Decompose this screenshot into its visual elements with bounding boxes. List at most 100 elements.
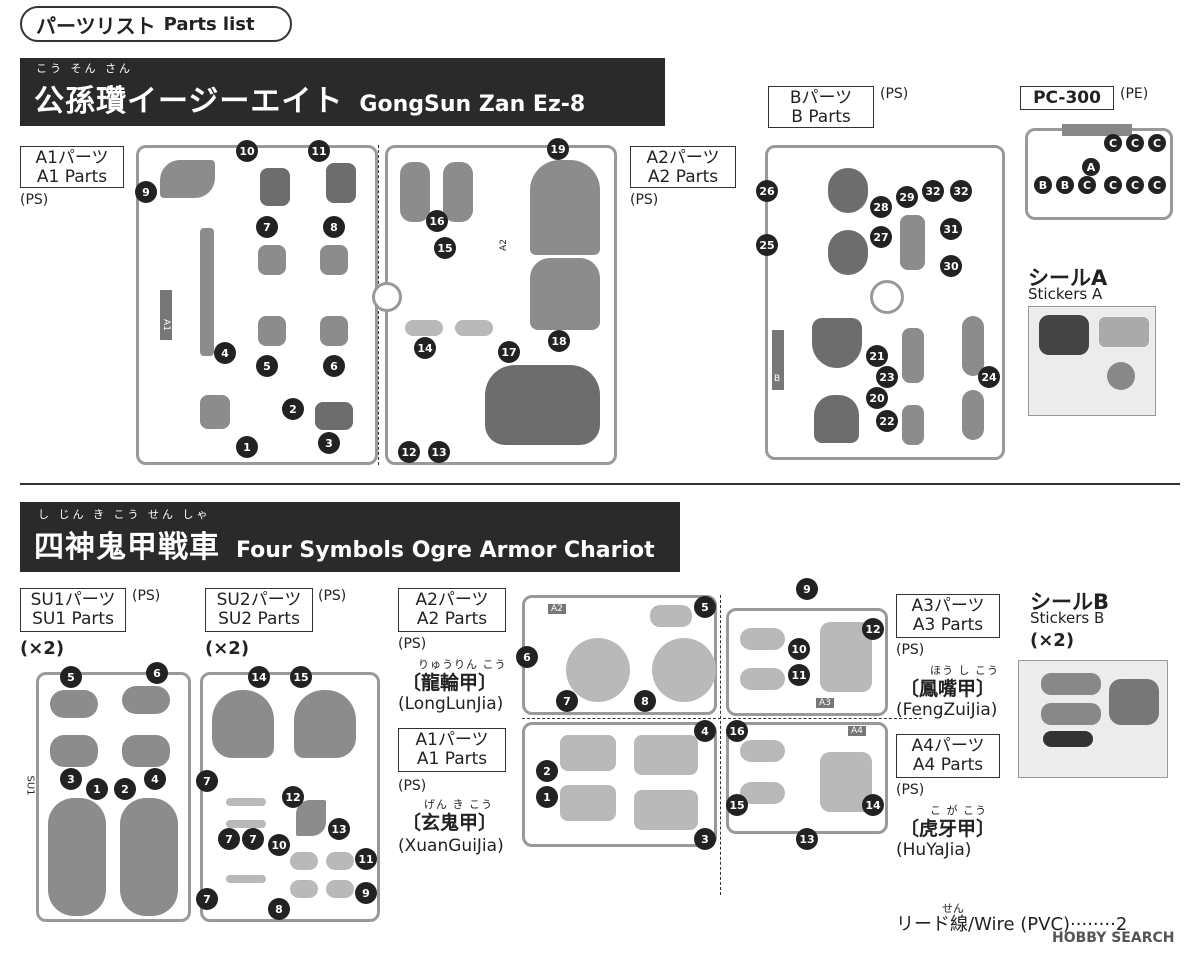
s2-a1-roman: (XuanGuiJia) (398, 836, 504, 856)
s2-a4-jp: A4パーツ (911, 736, 985, 756)
b-part-27 (828, 230, 868, 275)
part-number-12: 12 (862, 618, 884, 640)
s2-a1-runner (522, 722, 717, 847)
sticker-b-jp: シールB (1030, 590, 1110, 614)
part-number-21: 21 (866, 345, 888, 367)
a1-part-8 (320, 245, 348, 275)
s2-a3-claw-a (740, 628, 785, 650)
a1-part-9 (160, 160, 215, 198)
a2-en: A2 Parts (647, 167, 719, 187)
a1-sword (200, 228, 214, 356)
part-number-4: 4 (214, 342, 236, 364)
part-number-8: 8 (323, 216, 345, 238)
a1-jp: A1パーツ (35, 148, 109, 168)
part-number-24: 24 (978, 366, 1000, 388)
su2-parts-label: SU2パーツ SU2 Parts (205, 588, 313, 632)
part-number-1: 1 (236, 436, 258, 458)
b-runner-tag (772, 330, 784, 390)
b-part-22 (902, 405, 924, 445)
su1-quantity: (×2) (20, 638, 65, 659)
su2-en: SU2 Parts (218, 609, 300, 629)
pc300-tag (1062, 124, 1132, 136)
sticker-b-quantity: (×2) (1030, 630, 1075, 651)
s2-a4-claw-b (740, 782, 785, 804)
sticker-a-en: Stickers A (1028, 285, 1103, 303)
section1-ruby-overlay: こう そん さん (36, 62, 133, 75)
part-number-22: 22 (876, 410, 898, 432)
s2-a3-runner-tag: A3 (816, 698, 834, 708)
section-divider (20, 483, 1180, 485)
s2-a2-ruby: りゅうりん こう (418, 658, 507, 671)
su2-part-9 (326, 880, 354, 898)
pc300-letter-A: A (1082, 158, 1100, 176)
part-number-2: 2 (536, 760, 558, 782)
s2-a2-wheel-8 (652, 638, 716, 702)
s2-a3-jp: A3パーツ (911, 596, 985, 616)
s2-a3-name: 〔鳳嘴甲〕 (900, 678, 996, 700)
sticker-b-shape-d (1043, 731, 1093, 747)
s2-a3-material: (PS) (896, 642, 925, 658)
s2-a2-part-5 (650, 605, 692, 627)
part-number-31: 31 (940, 218, 962, 240)
s2-a3-ruby: ほう し こう (930, 664, 999, 677)
sticker-a-sheet (1028, 306, 1156, 416)
part-number-4: 4 (694, 720, 716, 742)
sticker-a-armor (1099, 317, 1149, 347)
b-material: (PS) (880, 86, 909, 102)
su2-rod-b (226, 820, 266, 828)
s2-a1-ruby: げん き こう (424, 798, 493, 811)
a1-part-7 (258, 245, 286, 275)
part-number-3: 3 (694, 828, 716, 850)
part-number-11: 11 (355, 848, 377, 870)
b-en: B Parts (791, 107, 851, 127)
a2-part-18 (530, 258, 600, 330)
part-number-23: 23 (876, 366, 898, 388)
a1-part-1 (200, 395, 230, 429)
b-part-21 (812, 318, 862, 368)
part-number-14: 14 (414, 337, 436, 359)
s2-a2-name: 〔龍輪甲〕 (402, 672, 498, 694)
part-number-26: 26 (756, 180, 778, 202)
part-number-15: 15 (434, 237, 456, 259)
part-number-6: 6 (323, 355, 345, 377)
sticker-a-jp: シールA (1028, 266, 1108, 290)
s2-a3-parts-label: A3パーツ A3 Parts (896, 594, 1000, 638)
part-number-8: 8 (268, 898, 290, 920)
parts-list-header: パーツリスト Parts list (20, 6, 292, 42)
su1-part-2 (120, 798, 178, 916)
su2-rod-a (226, 798, 266, 806)
part-number-19: 19 (547, 138, 569, 160)
a1-part-10 (260, 168, 290, 206)
su1-part-3 (50, 735, 98, 767)
part-number-28: 28 (870, 196, 892, 218)
su2-part-12 (296, 800, 326, 836)
header-title-en: Parts list (163, 13, 255, 35)
section2-ruby: し じん き こう せん しゃ (38, 508, 211, 521)
part-number-7: 7 (218, 828, 240, 850)
a2-part-17 (485, 365, 600, 445)
su1-material: (PS) (132, 588, 161, 604)
a1-runner-tag-text: A1 (160, 319, 171, 331)
b-part-29 (900, 215, 925, 270)
part-number-12: 12 (398, 441, 420, 463)
section1-title-jp: 公孫瓚イージーエイト (34, 84, 344, 119)
part-number-25: 25 (756, 234, 778, 256)
pc300-letter-C: C (1148, 176, 1166, 194)
s2-a1-parts-label: A1パーツ A1 Parts (398, 728, 506, 772)
part-number-7: 7 (256, 216, 278, 238)
su1-parts-label: SU1パーツ SU1 Parts (20, 588, 126, 632)
section1-banner: 公孫瓚イージーエイト GongSun Zan Ez-8 (20, 58, 665, 126)
part-number-6: 6 (146, 662, 168, 684)
part-number-16: 16 (726, 720, 748, 742)
part-number-2: 2 (114, 778, 136, 800)
a1-en: A1 Parts (36, 167, 108, 187)
part-number-29: 29 (896, 186, 918, 208)
part-number-13: 13 (796, 828, 818, 850)
part-number-11: 11 (788, 664, 810, 686)
hobby-search-logo: HOBBY SEARCH (1052, 930, 1175, 946)
b-part-24a (962, 316, 984, 376)
section2-banner: 四神鬼甲戦車 Four Symbols Ogre Armor Chariot (20, 502, 680, 572)
footer-wire: リード線/Wire (PVC)········2 (896, 914, 1128, 935)
part-number-18: 18 (548, 330, 570, 352)
s2-a3-claw-b (740, 668, 785, 690)
